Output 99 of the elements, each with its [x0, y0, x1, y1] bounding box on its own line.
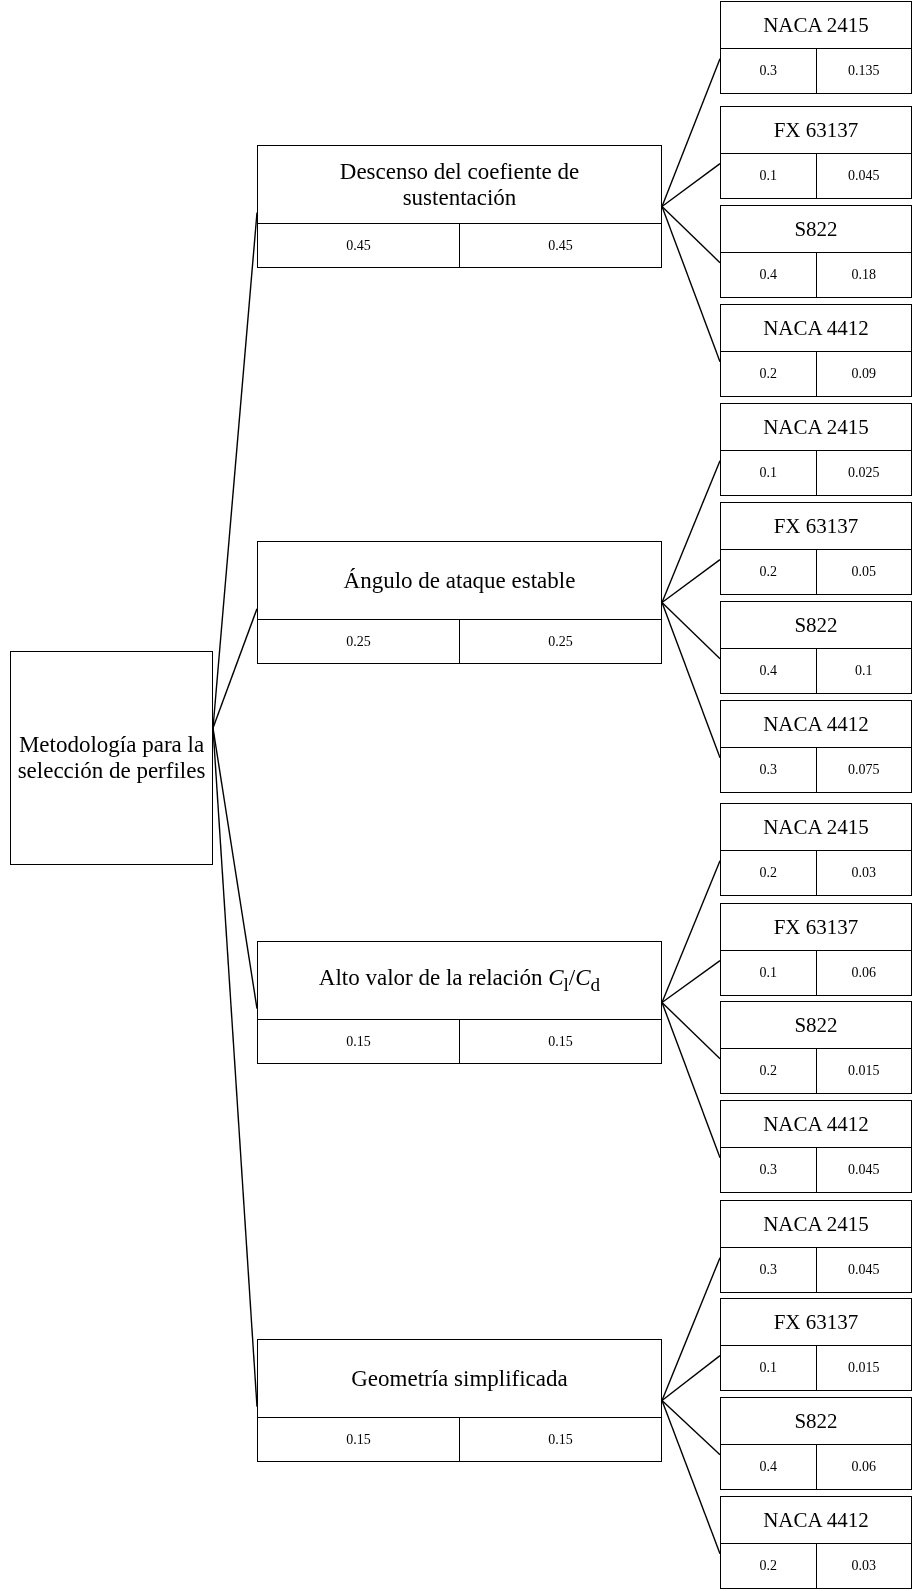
- weight-value: 0.135: [815, 48, 911, 93]
- weight-value: 0.25: [459, 619, 661, 663]
- weight-value: 0.2: [721, 850, 816, 895]
- node-title: S822: [794, 612, 838, 638]
- node-title: Alto valor de la relación C$_{l}$/C$_{d}$: [318, 965, 601, 996]
- node-title: FX 63137: [773, 914, 859, 940]
- weight-value: 0.3: [721, 1147, 816, 1192]
- connector-line: [661, 1001, 721, 1159]
- weight-value: 0.025: [815, 450, 911, 495]
- alternative-box: [720, 1100, 912, 1193]
- node-title: FX 63137: [773, 1309, 859, 1335]
- alternative-box: [720, 700, 912, 793]
- node-title: NACA 4412: [763, 315, 869, 341]
- connector-line: [661, 205, 721, 264]
- node-title: NACA 4412: [763, 1111, 869, 1137]
- alternative-box: [720, 1397, 912, 1490]
- node-title: NACA 2415: [763, 12, 869, 38]
- weight-value: 0.2: [721, 1048, 816, 1093]
- weight-value: 0.15: [258, 1019, 459, 1063]
- weight-value: 0.1: [721, 1345, 816, 1390]
- node-title: Geometría simplificada: [351, 1365, 568, 1392]
- alternative-box: [720, 601, 912, 694]
- weight-value: 0.4: [721, 1444, 816, 1489]
- alternative-box: [720, 1298, 912, 1391]
- node-title: Descenso del coefiente de sustentación: [338, 158, 581, 211]
- weight-value: 0.05: [815, 549, 911, 594]
- connector-line: [661, 1256, 721, 1402]
- connector-line: [661, 1354, 721, 1402]
- node-title: NACA 2415: [763, 1211, 869, 1237]
- connector-line: [661, 601, 721, 660]
- weight-value: 0.1: [815, 648, 911, 693]
- weight-value: 0.1: [721, 153, 816, 198]
- node-title: FX 63137: [773, 513, 859, 539]
- node-title: S822: [794, 1408, 838, 1434]
- weight-value: 0.045: [815, 1147, 911, 1192]
- weight-value: 0.4: [721, 252, 816, 297]
- weight-value: 0.3: [721, 48, 816, 93]
- alternative-box: [720, 1001, 912, 1094]
- node-title: NACA 4412: [763, 711, 869, 737]
- criterion-box: [257, 941, 662, 1064]
- alternative-box: [720, 106, 912, 199]
- connector-line: [661, 1399, 721, 1456]
- connector-line: [661, 459, 721, 604]
- alternative-box: [720, 304, 912, 397]
- node-title: Metodología para la selección de perfiles: [17, 732, 206, 784]
- alternative-box: [720, 403, 912, 496]
- weight-value: 0.15: [459, 1417, 661, 1461]
- root-box: [10, 651, 213, 865]
- weight-value: 0.15: [258, 1417, 459, 1461]
- connector-line: [661, 558, 721, 604]
- weight-value: 0.03: [815, 850, 911, 895]
- alternative-box: [720, 903, 912, 996]
- weight-value: 0.2: [721, 351, 816, 396]
- alternative-box: [720, 1200, 912, 1293]
- alternative-box: [720, 502, 912, 595]
- weight-value: 0.015: [815, 1048, 911, 1093]
- weight-value: 0.075: [815, 747, 911, 792]
- alternative-box: [720, 803, 912, 896]
- weight-value: 0.15: [459, 1019, 661, 1063]
- connector-line: [661, 162, 721, 208]
- weight-value: 0.45: [459, 223, 661, 267]
- weight-value: 0.2: [721, 549, 816, 594]
- node-title: NACA 2415: [763, 814, 869, 840]
- weight-value: 0.045: [815, 153, 911, 198]
- criterion-box: [257, 541, 662, 664]
- weight-value: 0.25: [258, 619, 459, 663]
- weight-value: 0.1: [721, 450, 816, 495]
- node-title: NACA 2415: [763, 414, 869, 440]
- node-title: S822: [794, 216, 838, 242]
- criterion-box: [257, 145, 662, 268]
- connector-line: [661, 601, 721, 759]
- alternative-box: [720, 205, 912, 298]
- weight-value: 0.3: [721, 747, 816, 792]
- weight-value: 0.3: [721, 1247, 816, 1292]
- connector-line: [661, 959, 721, 1004]
- connector-line: [661, 1399, 721, 1555]
- weight-value: 0.45: [258, 223, 459, 267]
- weight-value: 0.015: [815, 1345, 911, 1390]
- connector-line: [661, 57, 721, 208]
- connector-line: [212, 607, 258, 729]
- weight-value: 0.09: [815, 351, 911, 396]
- weight-value: 0.045: [815, 1247, 911, 1292]
- node-title: Ángulo de ataque estable: [343, 567, 576, 594]
- weight-value: 0.2: [721, 1543, 816, 1588]
- node-title: NACA 4412: [763, 1507, 869, 1533]
- alternative-box: [720, 1496, 912, 1589]
- connector-line: [661, 859, 721, 1004]
- connector-line: [661, 205, 721, 363]
- criterion-box: [257, 1339, 662, 1462]
- weight-value: 0.4: [721, 648, 816, 693]
- alternative-box: [720, 1, 912, 94]
- node-title: FX 63137: [773, 117, 859, 143]
- weight-value: 0.18: [815, 252, 911, 297]
- weight-value: 0.03: [815, 1543, 911, 1588]
- weight-value: 0.1: [721, 950, 816, 995]
- connector-line: [661, 1001, 721, 1060]
- weight-value: 0.06: [815, 1444, 911, 1489]
- node-title: S822: [794, 1012, 838, 1038]
- weight-value: 0.06: [815, 950, 911, 995]
